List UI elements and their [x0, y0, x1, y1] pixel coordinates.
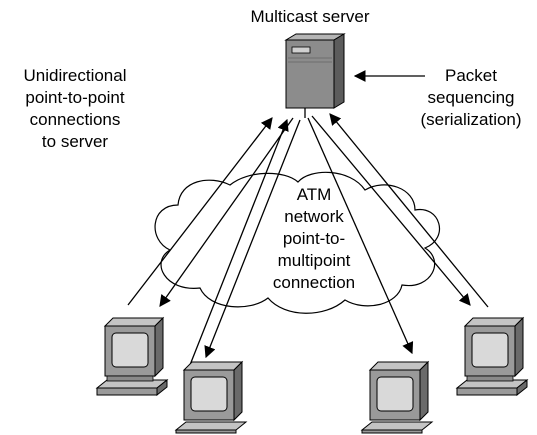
downlink-client-2: [204, 119, 301, 359]
downlink-client-1: [159, 117, 294, 307]
unidirectional-label-line: connections: [29, 110, 121, 129]
atm-network-label-line: network: [284, 207, 344, 226]
unidirectional-label-line: Unidirectional: [23, 66, 127, 85]
desktop-computer-icon: [360, 360, 434, 434]
unidirectional-label-line: point-to-point: [25, 88, 125, 107]
atm-network-label-line: ATM: [296, 185, 332, 204]
atm-network-cloud: [154, 171, 441, 314]
atm-network-label-line: multipoint: [277, 251, 351, 270]
downlink-client-4: [311, 115, 471, 306]
downlink-client-3: [307, 117, 414, 355]
unidirectional-label: Unidirectional point-to-point connection…: [0, 65, 150, 153]
uplink-client-4: [329, 113, 489, 308]
sequencing-label: Packet sequencing (serialization): [405, 65, 537, 131]
server-title: Multicast server: [220, 6, 400, 28]
desktop-computer-icon: [95, 316, 169, 397]
atm-network-label-line: connection: [272, 273, 356, 292]
desktop-computer-icon: [174, 360, 248, 434]
atm-network-label-line: point-to-: [282, 229, 346, 248]
sequencing-label-line: Packet: [445, 66, 497, 85]
sequencing-label-line: sequencing: [427, 88, 515, 107]
uplink-client-2: [187, 118, 289, 371]
sequencing-label-line: (serialization): [420, 110, 522, 129]
unidirectional-label-line: to server: [41, 132, 109, 151]
server-title-text: Multicast server: [250, 7, 370, 26]
uplink-client-1: [127, 117, 273, 306]
server-tower-icon: [284, 33, 346, 109]
desktop-computer-icon: [455, 316, 529, 397]
atm-network-label: ATM network point-to- multipoint connect…: [244, 184, 384, 294]
